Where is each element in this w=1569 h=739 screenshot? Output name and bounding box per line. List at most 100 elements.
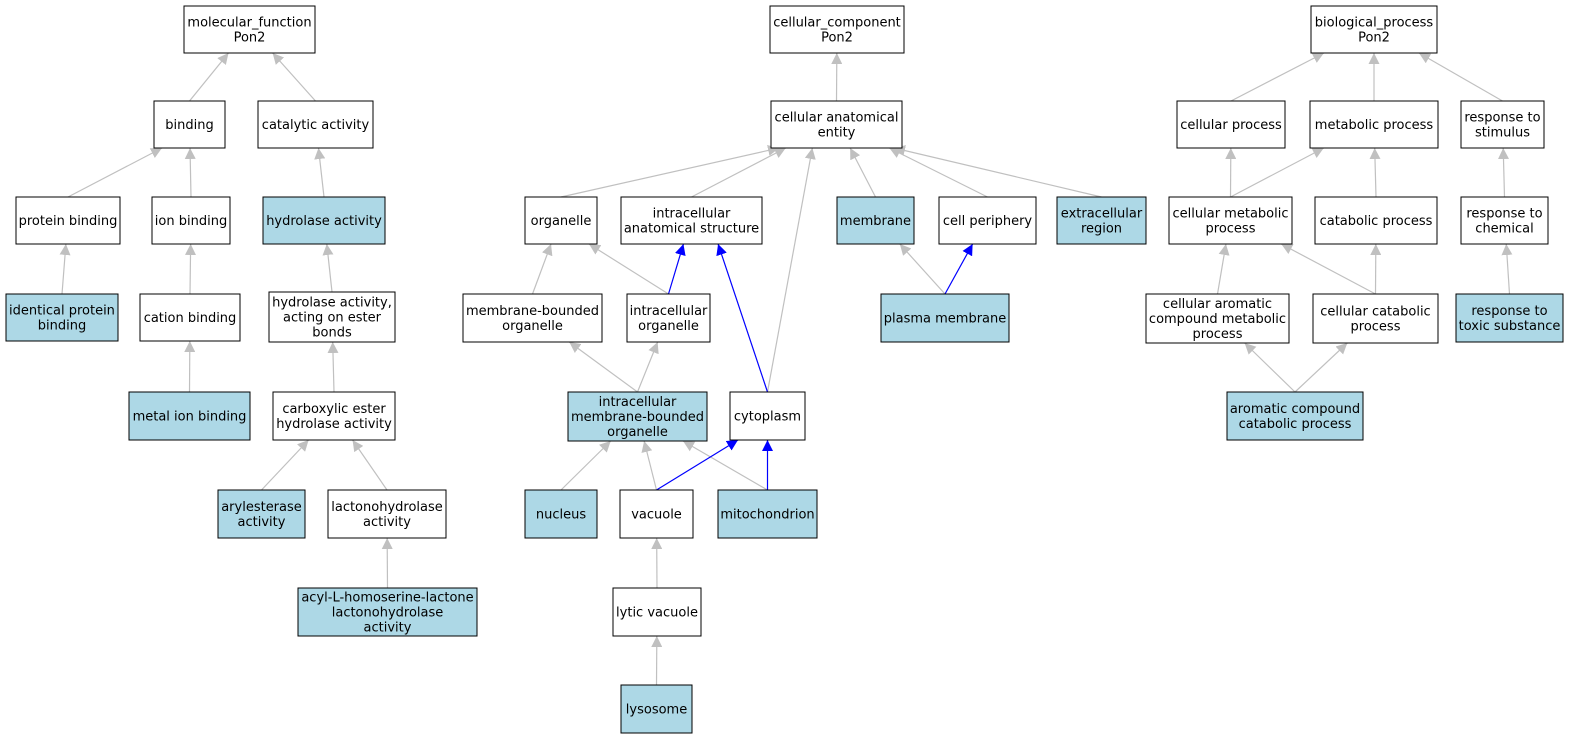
- node-label-line: bonds: [312, 326, 352, 341]
- node-lysosome: lysosome: [620, 684, 693, 734]
- node-label-line: membrane-bounded: [466, 304, 599, 319]
- edge-cytoplasm-to-cae: [766, 147, 816, 393]
- node-box: [567, 391, 708, 442]
- node-label-line: Pon2: [234, 31, 266, 46]
- node-label-line: ion binding: [155, 214, 227, 229]
- node-box: [717, 489, 818, 539]
- node-catalytic: catalytic activity: [257, 100, 374, 149]
- node-label-line: molecular_function: [187, 16, 311, 31]
- node-label-line: lactonohydrolase: [332, 606, 444, 621]
- node-label-line: vacuole: [631, 508, 682, 523]
- node-box: [880, 293, 1010, 343]
- edge-hydrolase_ester-to-hydrolase: [322, 243, 334, 293]
- node-box: [524, 489, 598, 539]
- node-label-line: activity: [238, 515, 286, 530]
- node-cell-periphery: cell periphery: [938, 196, 1037, 245]
- node-box: [462, 293, 603, 343]
- node-box: [272, 391, 396, 441]
- edge-accp-to-cacmp: [1244, 342, 1296, 393]
- node-box: [268, 291, 396, 343]
- node-metabolic-process: metabolic process: [1309, 100, 1439, 149]
- node-box: [1312, 293, 1439, 344]
- node-label-line: organelle: [607, 425, 668, 440]
- node-organelle: organelle: [524, 196, 598, 245]
- node-label-line: cytoplasm: [734, 410, 801, 425]
- edge-cellular_process-to-bp: [1230, 52, 1325, 102]
- node-label-line: cellular aromatic: [1163, 297, 1272, 312]
- edge-plasma_membrane-to-cell_periphery: [944, 243, 974, 295]
- node-box: [619, 489, 694, 539]
- node-label-line: organelle: [502, 319, 563, 334]
- node-label-line: lytic vacuole: [616, 606, 698, 621]
- node-label-line: intracellular: [653, 207, 731, 222]
- node-label-line: lysosome: [626, 703, 687, 718]
- node-label-line: chemical: [1475, 222, 1533, 237]
- node-mitochondrion: mitochondrion: [717, 489, 818, 539]
- node-label-line: carboxylic ester: [282, 402, 386, 417]
- node-protein-binding: protein binding: [15, 196, 121, 245]
- node-label-line: catabolic process: [1239, 417, 1352, 432]
- edge-cmp-to-metabolic_process: [1230, 147, 1325, 198]
- edge-ccp-to-cmp: [1280, 243, 1376, 295]
- node-label-line: catabolic process: [1320, 214, 1433, 229]
- edge-cell_periphery-to-cae: [889, 147, 988, 198]
- node-label-line: response to: [1471, 304, 1547, 319]
- edges-layer: [59, 52, 1513, 686]
- edge-plasma_membrane-to-membrane: [899, 243, 946, 295]
- edge-toxic-to-response_chemical: [1501, 243, 1513, 295]
- node-label-line: Pon2: [1358, 31, 1390, 46]
- node-label-line: cellular anatomical: [775, 111, 899, 126]
- node-vacuole: vacuole: [619, 489, 694, 539]
- edge-organelle-to-cae: [560, 145, 780, 198]
- node-label-line: acting on ester: [283, 311, 382, 326]
- node-label-line: binding: [165, 118, 213, 133]
- node-box: [1455, 293, 1564, 343]
- node-box: [1309, 100, 1439, 149]
- node-label-line: hydrolase activity: [266, 214, 382, 229]
- node-box: [836, 196, 915, 245]
- node-box: [327, 489, 447, 539]
- node-box: [1176, 100, 1286, 149]
- node-box: [262, 196, 386, 245]
- edge-response_chemical-to-response_stimulus: [1497, 147, 1509, 198]
- node-box: [620, 196, 763, 245]
- node-plasma-membrane: plasma membrane: [880, 293, 1010, 343]
- node-label-line: cellular metabolic: [1173, 207, 1289, 222]
- node-label-line: process: [1193, 327, 1243, 342]
- node-label-line: hydrolase activity: [276, 417, 392, 432]
- node-box: [1460, 196, 1549, 245]
- edge-ias-to-cae: [691, 147, 787, 198]
- node-label-line: lactonohydrolase: [331, 500, 443, 515]
- node-label-line: binding: [38, 319, 86, 334]
- node-hydrolase: hydrolase activity: [262, 196, 386, 245]
- edge-arylesterase-to-carboxylic: [261, 439, 310, 491]
- edge-io-to-organelle: [588, 243, 669, 295]
- node-label-line: metal ion binding: [133, 410, 247, 425]
- node-label-line: aromatic compound: [1230, 402, 1360, 417]
- node-box: [153, 100, 226, 149]
- node-label-line: arylesterase: [221, 500, 302, 515]
- node-box: [151, 196, 231, 245]
- edge-nucleus-to-imbo: [560, 440, 612, 491]
- node-label-line: acyl-L-homoserine-lactone: [301, 591, 473, 606]
- node-label-line: membrane-bounded: [571, 410, 704, 425]
- node-label-line: Pon2: [821, 31, 853, 46]
- node-box: [612, 587, 702, 637]
- node-label-line: cell periphery: [943, 214, 1033, 229]
- node-box: [770, 100, 903, 149]
- node-box: [257, 100, 374, 149]
- node-binding: binding: [153, 100, 226, 149]
